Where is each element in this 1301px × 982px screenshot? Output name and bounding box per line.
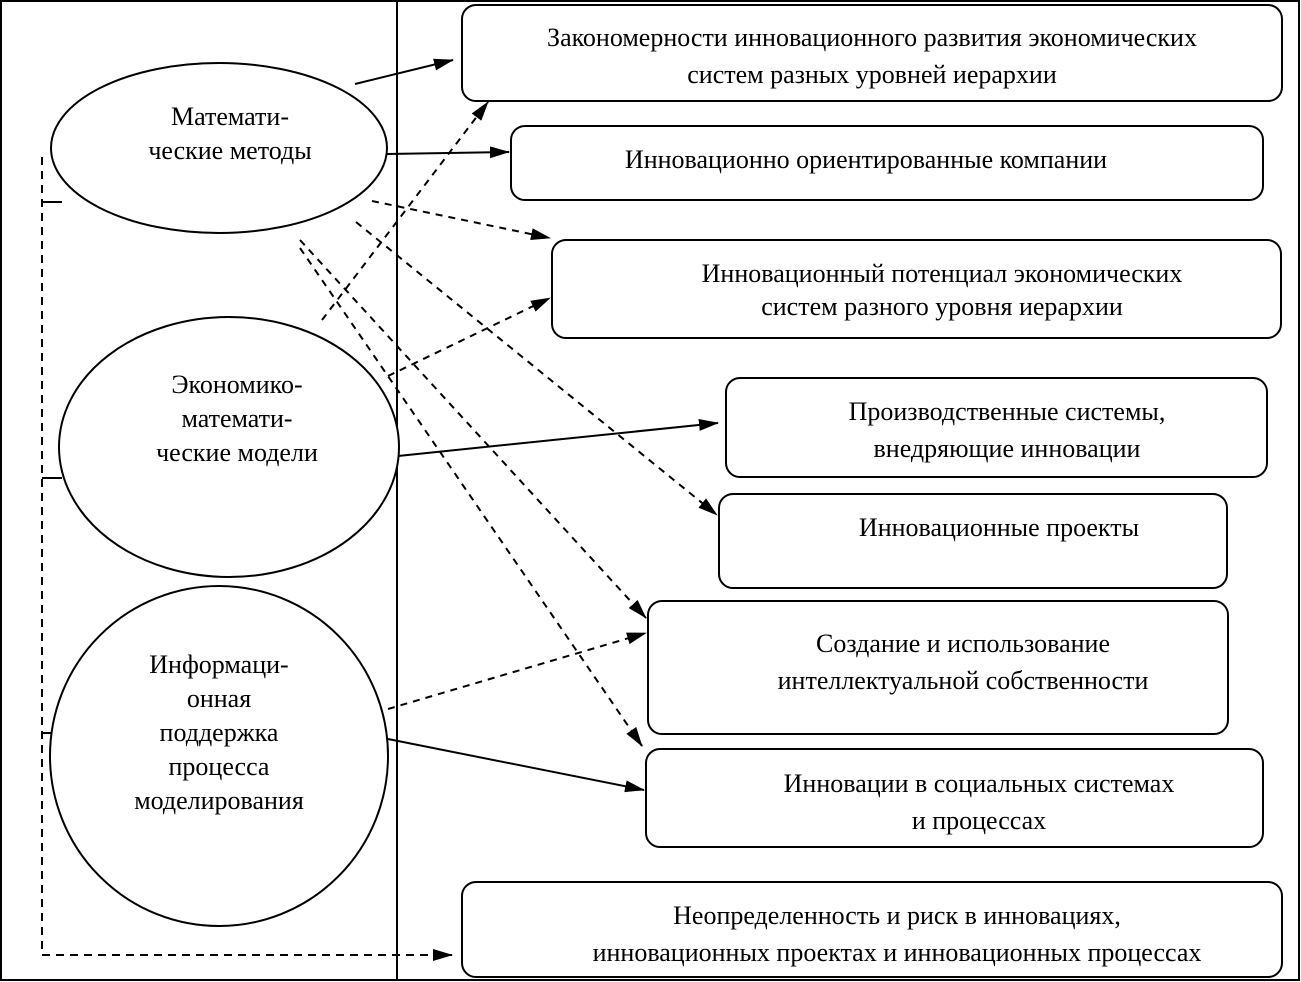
method-label-info-line: моделирования [134, 786, 304, 815]
method-label-math: Математи-ческие методы [148, 102, 311, 165]
target-label-t6: Создание и использование интеллектуальной… [778, 629, 1149, 695]
target-label-t4-line: Производственные системы, [849, 397, 1166, 426]
target-label-t8-line: Неопределенность и риск в инновациях, [673, 901, 1121, 930]
target-label-t4-line: внедряющие инновации [874, 434, 1141, 463]
target-label-t8-line: инновационных проектах и инновационных п… [593, 938, 1202, 967]
arrow-econ-t1 [321, 101, 489, 321]
connections-layer [299, 58, 719, 793]
target-box-t6 [647, 600, 1229, 735]
arrow-info-t7 [387, 738, 645, 793]
target-label-t2-line: Инновационно ориентированные компании [625, 145, 1107, 174]
left-bracket-connector [41, 157, 453, 961]
target-box-t7 [645, 748, 1264, 848]
target-label-t5-line: Инновационные проекты [859, 513, 1139, 542]
method-label-econ: Экономико-математи-ческие модели [156, 370, 318, 467]
target-label-t7-line: и процессах [912, 806, 1046, 835]
target-label-t7: Инновации в социальных системах и процесс… [784, 769, 1175, 835]
method-label-info: Информаци-онная поддержка процесса моделиро… [134, 650, 304, 815]
arrow-math-t1 [354, 58, 454, 85]
arrow-math-t7 [299, 247, 643, 747]
target-label-t1-line: систем разных уровней иерархии [687, 60, 1057, 89]
target-label-t7-line: Инновации в социальных системах [784, 769, 1175, 798]
method-label-econ-line: ческие модели [156, 438, 318, 467]
target-label-t8: Неопределенность и риск в инновациях, инн… [593, 901, 1202, 967]
target-box-t8 [461, 881, 1283, 978]
target-label-t4: Производственные системы, внедряющие инно… [849, 397, 1166, 463]
arrow-math-t3 [371, 200, 551, 241]
arrow-econ-t4 [397, 418, 719, 457]
target-label-t1: Закономерности инновационного развития э… [547, 23, 1197, 89]
nodes-layer: Математи-ческие методыЭкономико-математи… [49, 4, 1283, 978]
method-label-info-line: процесса [169, 752, 270, 781]
method-ellipse-math [50, 62, 388, 234]
method-label-info-line: поддержка [160, 718, 279, 747]
target-label-t2: Инновационно ориентированные компании [625, 145, 1107, 174]
target-box-t3 [551, 239, 1282, 339]
target-box-t2 [510, 125, 1264, 201]
target-label-t6-line: Создание и использование [816, 629, 1110, 658]
target-box-t4 [725, 377, 1268, 478]
target-label-t3-line: Инновационный потенциал экономических [702, 259, 1183, 288]
target-label-t5: Инновационные проекты [859, 513, 1139, 542]
method-label-info-line: онная [187, 684, 251, 713]
method-label-math-line: ческие методы [148, 136, 311, 165]
method-label-math-line: Математи- [171, 102, 289, 131]
target-label-t6-line: интеллектуальной собственности [778, 666, 1149, 695]
arrow-econ-t3 [387, 297, 551, 377]
method-label-econ-line: математи- [181, 404, 292, 433]
arrow-info-t6 [387, 632, 647, 710]
method-ellipse-econ [58, 316, 400, 578]
target-label-t3-line: систем разного уровня иерархии [761, 292, 1123, 321]
target-box-t5 [718, 493, 1228, 589]
method-label-info-line: Информаци- [149, 650, 288, 679]
target-label-t3: Инновационный потенциал экономических сис… [702, 259, 1183, 321]
method-ellipse-info [49, 585, 389, 927]
target-box-t1 [461, 4, 1283, 102]
method-label-econ-line: Экономико- [171, 370, 302, 399]
target-label-t1-line: Закономерности инновационного развития э… [547, 23, 1197, 52]
